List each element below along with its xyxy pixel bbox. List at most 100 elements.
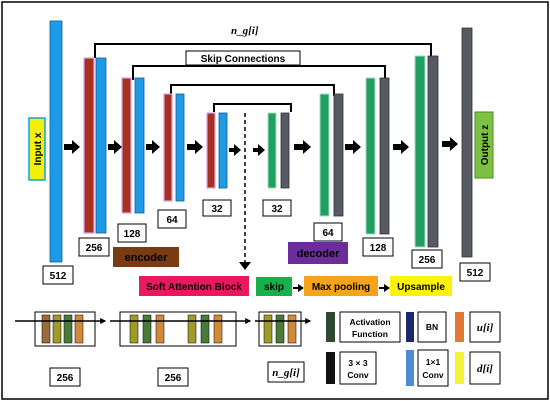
skip-connection-brackets: [94, 43, 432, 112]
dec-map-64-a: [319, 93, 330, 217]
decoder-stack: [267, 27, 473, 258]
detail-size-box-256a: [49, 367, 81, 387]
detail-bar: [142, 314, 152, 344]
flow-arrow-4: [187, 140, 203, 154]
skip-bracket-4: [213, 103, 292, 112]
skip-chip: [256, 277, 292, 296]
detail-bar: [275, 314, 285, 344]
ng-top-label: n_g[i]: [231, 25, 259, 37]
flow-arrow-3: [146, 140, 160, 154]
size-label-256b: 256: [419, 255, 436, 266]
legend-conv1-line2: Conv: [422, 370, 444, 380]
dec-map-256-b: [427, 55, 439, 248]
skip-bracket-2: [132, 65, 386, 80]
detail-bar: [155, 314, 165, 344]
flow-arrow-5: [229, 144, 241, 156]
size-label-32a: 32: [211, 204, 223, 215]
size-box-256a: [78, 237, 110, 257]
soft-attention-chip: [139, 276, 249, 296]
upsample-chip: [390, 276, 452, 296]
detail-bar: [129, 314, 139, 344]
enc-map-32-a: [206, 112, 216, 189]
legend-box-conv1: [417, 349, 449, 387]
legend-activation-line2: Function: [352, 329, 388, 339]
flow-arrow-2: [108, 140, 122, 154]
detail-bar: [74, 314, 84, 344]
detail-size-box-256b: [157, 367, 189, 387]
maxpool-chip: [304, 276, 378, 296]
encoder-label: encoder: [125, 252, 169, 264]
size-box-32b: [262, 199, 292, 217]
flow-arrow-6: [253, 144, 265, 156]
decoder-chip: [288, 242, 348, 264]
skip-connections-box: [185, 50, 301, 66]
size-label-512a: 512: [50, 271, 67, 282]
legend-bn-label: BN: [426, 322, 438, 332]
maxpool-label: Max pooling: [312, 282, 370, 293]
encoder-chip: [113, 247, 179, 267]
enc-map-256-a: [83, 57, 95, 234]
size-box-512b: [459, 262, 491, 282]
flow-arrow-7: [294, 140, 311, 154]
legend: Activation Function BN u[i] 3 × 3 Conv 1…: [326, 311, 501, 387]
size-label-32b: 32: [271, 204, 283, 215]
legend-swatch-d: [455, 352, 464, 384]
detail-bar: [41, 314, 51, 344]
detail-size-label-256a: 256: [57, 373, 74, 384]
input-x-label: Input x: [33, 132, 44, 165]
flow-arrow-8: [345, 140, 361, 154]
enc-map-128-a: [121, 77, 132, 214]
size-box-64a: [157, 209, 187, 229]
enc-map-64-b: [175, 93, 185, 202]
decoder-label: decoder: [297, 248, 341, 260]
legend-box-conv3: [339, 351, 377, 385]
flow-arrow-1: [64, 140, 80, 154]
legend-swatch-bn: [406, 312, 414, 342]
size-label-128b: 128: [370, 243, 387, 254]
enc-map-512: [49, 20, 63, 263]
legend-u-label: u[i]: [477, 322, 494, 334]
skip-to-maxpool-arrow: [293, 284, 304, 292]
enc-map-128-b: [134, 77, 145, 214]
detail-size-label-256b: 256: [165, 373, 182, 384]
flow-arrow-10: [442, 137, 458, 151]
dec-map-64-b: [333, 93, 344, 217]
legend-box-u: [469, 311, 501, 343]
flow-arrows: [64, 137, 458, 156]
legend-conv1-line1: 1×1: [426, 357, 441, 367]
encoder-stack: [49, 20, 228, 263]
size-label-64b: 64: [322, 228, 334, 239]
upsample-label: Upsample: [397, 282, 445, 293]
input-x-box: [28, 117, 46, 181]
legend-swatch-conv1: [406, 350, 414, 386]
detail-size-box-ng: [267, 361, 305, 383]
legend-conv3-line2: Conv: [347, 370, 369, 380]
dec-map-512: [461, 27, 473, 258]
size-label-64a: 64: [166, 215, 178, 226]
flow-arrow-9: [393, 140, 409, 154]
detail-block-256a: 256: [15, 311, 107, 387]
detail-size-label-ng: n_g[i]: [272, 367, 300, 379]
size-label-512b: 512: [467, 268, 484, 279]
skip-connections-label: Skip Connections: [201, 54, 286, 65]
soft-attention-label: Soft Attention Block: [146, 282, 242, 293]
legend-activation-line1: Activation: [349, 317, 390, 327]
skip-chip-label: skip: [264, 282, 284, 293]
detail-bar: [200, 314, 210, 344]
detail-bar: [63, 314, 73, 344]
enc-map-32-b: [218, 112, 228, 189]
size-labels: 512 256 128 64 32 32 64 128 256 512: [42, 199, 491, 285]
legend-box-d: [469, 351, 501, 385]
detail-block-ng: n_g[i]: [255, 311, 312, 383]
size-box-32a: [202, 199, 232, 217]
legend-swatch-u: [455, 312, 464, 342]
dec-map-128-b: [379, 77, 390, 235]
enc-map-64-a: [163, 93, 173, 202]
detail-bar: [287, 314, 297, 344]
legend-swatch-conv3: [326, 352, 335, 384]
detail-block-256b: 256: [110, 311, 252, 387]
enc-map-256-b: [95, 57, 107, 234]
dec-map-256-a: [414, 55, 426, 248]
